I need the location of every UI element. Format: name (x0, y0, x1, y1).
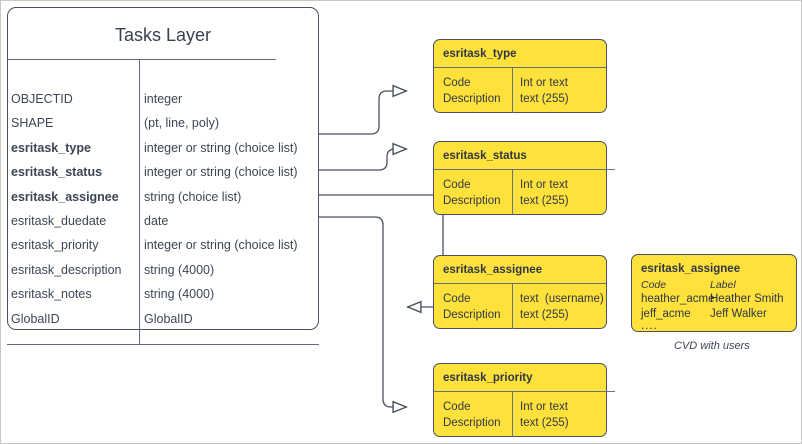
domain-column-divider (512, 67, 513, 113)
field-name: esritask_notes (11, 287, 92, 302)
domain-title: esritask_priority (443, 372, 533, 384)
field-name: GlobalID (11, 311, 60, 326)
field-type: string (choice list) (144, 189, 242, 204)
connector-status (319, 149, 407, 171)
field-type: string (4000) (144, 262, 215, 277)
field-type: string (4000) (144, 287, 215, 302)
cvd-row-label: Jeff Walker (710, 308, 767, 320)
cvd-header-label: Label (710, 279, 736, 291)
entity-title: Tasks Layer (114, 25, 212, 45)
domain-header-rule (433, 283, 607, 284)
domain-column-divider (512, 391, 513, 437)
field-type: (pt, line, poly) (144, 116, 220, 131)
field-name: esritask_assignee (11, 189, 119, 204)
domain-header-rule (433, 169, 615, 170)
connector-assignee (319, 194, 444, 307)
domain-title: esritask_assignee (443, 264, 543, 276)
cvd-title: esritask_assignee (641, 263, 741, 275)
field-type: integer or string (choice list) (144, 140, 298, 155)
domain-right-column: Int or text text (255) (520, 179, 569, 207)
field-name: OBJECTID (11, 92, 73, 106)
domain-left-column: Code Description (443, 179, 501, 207)
domain-title: esritask_status (443, 150, 527, 162)
domain-column-divider (512, 169, 513, 215)
cvd-row-code: jeff_acme (641, 308, 691, 320)
field-name: esritask_priority (11, 238, 99, 253)
connector-priority (319, 216, 407, 407)
field-type: integer or string (choice list) (144, 238, 298, 253)
cvd-header-code: Code (641, 279, 667, 291)
domain-right-column: Int or text text (255) (520, 77, 569, 105)
cvd-more: .... (641, 320, 658, 332)
connector-type (319, 91, 407, 135)
domain-left-column: Code Description (443, 77, 501, 105)
entity-column-divider (139, 59, 140, 344)
field-type: GlobalID (144, 311, 193, 326)
field-type: integer (144, 92, 183, 106)
field-type: date (144, 214, 169, 228)
domain-left-column: Code Description (443, 293, 501, 321)
domain-title: esritask_type (443, 48, 517, 60)
domain-header-rule (433, 67, 607, 68)
entity-bottom-rule (7, 344, 319, 345)
cvd-row-code: heather_acme (641, 293, 715, 305)
cvd-box: esritask_assignee Code Label heather_acm… (631, 254, 797, 332)
domain-left-column: Code Description (443, 401, 501, 429)
domain-right-column: Int or text text (255) (520, 401, 569, 429)
field-name: esritask_status (11, 165, 103, 180)
domain-header-rule (433, 391, 615, 392)
domain-column-divider (512, 283, 513, 329)
cvd-caption: CVD with users (674, 340, 750, 352)
field-name: SHAPE (11, 116, 54, 131)
cvd-row-label: Heather Smith (710, 293, 784, 305)
domain-right-column: text (username) text (255) (520, 293, 604, 321)
field-name: esritask_description (11, 262, 122, 277)
field-type: integer or string (choice list) (144, 165, 298, 180)
field-name: esritask_duedate (11, 214, 107, 228)
tasks-layer-entity: Tasks Layer (7, 7, 319, 330)
entity-header-rule (7, 59, 276, 60)
field-name: esritask_type (11, 140, 91, 155)
